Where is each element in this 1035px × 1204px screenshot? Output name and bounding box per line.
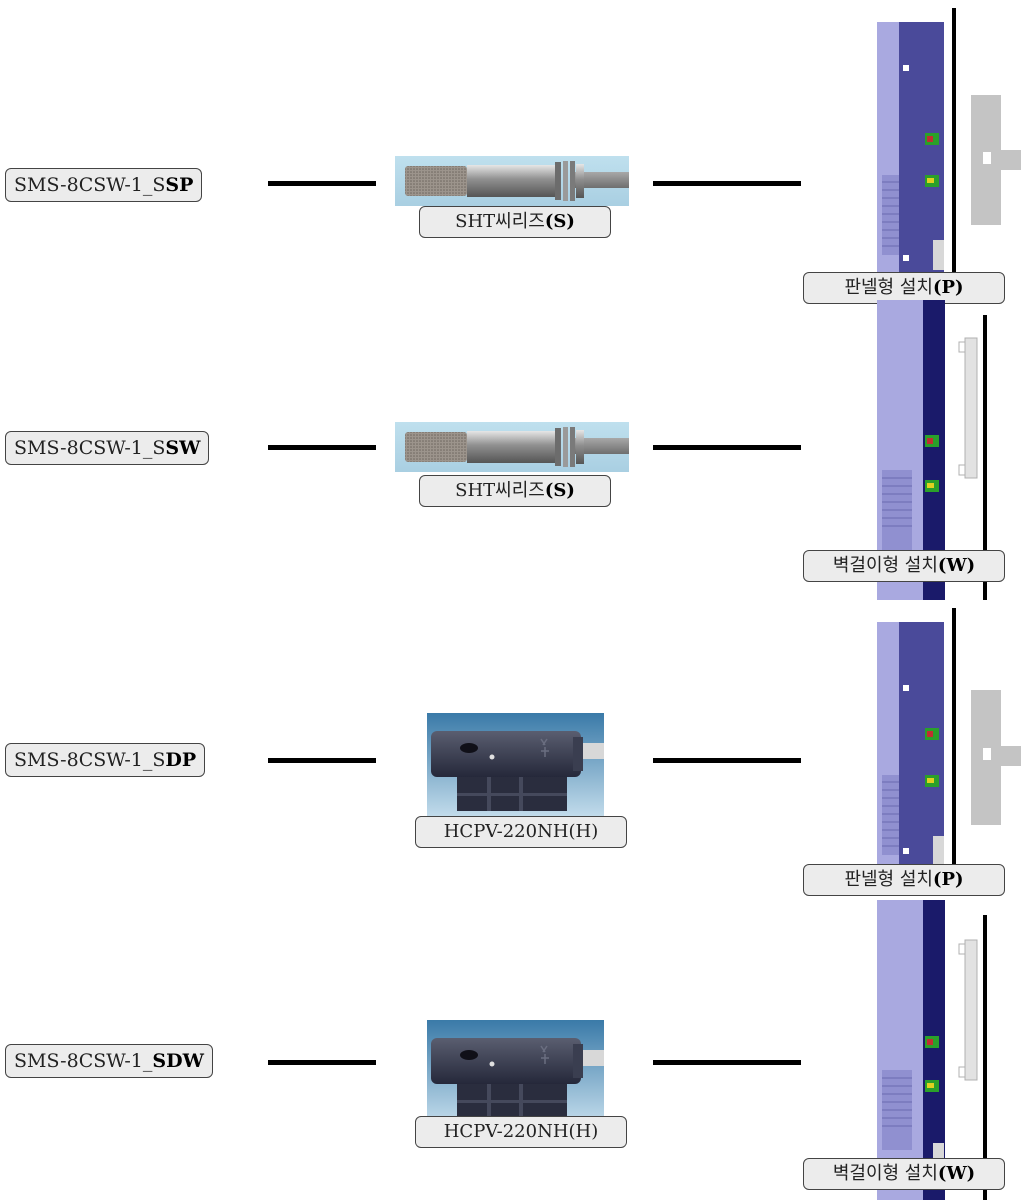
install-name: 벽걸이형 설치 (832, 1163, 938, 1184)
model-code-suffix: DP (165, 749, 197, 771)
sht-sensor-image (395, 422, 629, 472)
model-code-suffix: SW (165, 437, 201, 459)
model-code-box: SMS-8CSW-1_SSW (5, 431, 210, 465)
install-label: 판넬형 설치(P) (803, 864, 1005, 896)
connector-line-left (268, 181, 376, 186)
hcpv-sensor-image (427, 713, 604, 821)
sensor-label: SHT씨리즈(S) (419, 475, 611, 507)
model-code-box: SMS-8CSW-1_SDW (5, 1044, 213, 1078)
install-name: 판넬형 설치 (844, 277, 933, 298)
sensor-name: SHT씨리즈 (455, 480, 545, 501)
panel-install-diagram (855, 600, 1035, 900)
sensor-label: HCPV-220NH(H) (415, 1116, 627, 1148)
install-name: 판넬형 설치 (844, 869, 933, 890)
model-code-box: SMS-8CSW-1_SSP (5, 168, 203, 202)
install-code: (P) (932, 277, 964, 298)
sensor-code: (S) (544, 211, 575, 232)
sensor-label: HCPV-220NH(H) (415, 816, 627, 848)
connector-line-right (653, 758, 801, 763)
connector-line-left (268, 1060, 376, 1065)
sht-sensor-image (395, 156, 629, 206)
sensor-label: SHT씨리즈(S) (419, 206, 611, 238)
install-label: 벽걸이형 설치(W) (803, 550, 1005, 582)
model-code-prefix: SMS-8CSW-1_S (14, 437, 166, 459)
connector-line-right (653, 181, 801, 186)
install-label: 판넬형 설치(P) (803, 272, 1005, 304)
install-code: (P) (932, 869, 964, 890)
install-label: 벽걸이형 설치(W) (803, 1158, 1005, 1190)
panel-install-diagram (855, 0, 1035, 300)
sensor-name: HCPV-220NH(H) (443, 821, 599, 842)
model-code-prefix: SMS-8CSW-1_S (14, 749, 166, 771)
hcpv-sensor-image (427, 1020, 604, 1128)
install-code: (W) (937, 555, 976, 576)
wall-install-diagram (855, 900, 1035, 1204)
connector-line-left (268, 758, 376, 763)
install-name: 벽걸이형 설치 (832, 555, 938, 576)
sensor-name: SHT씨리즈 (455, 211, 545, 232)
sensor-code: (S) (544, 480, 575, 501)
install-code: (W) (937, 1163, 976, 1184)
model-code-prefix: SMS-8CSW-1_S (14, 174, 166, 196)
connector-line-left (268, 445, 376, 450)
model-code-prefix: SMS-8CSW-1_ (14, 1050, 153, 1072)
sensor-name: HCPV-220NH(H) (443, 1121, 599, 1142)
config-row-1: SMS-8CSW-1_SSP SHT씨리즈(S) (0, 0, 1035, 304)
model-code-suffix: SP (165, 174, 194, 196)
config-row-2: SMS-8CSW-1_SSW SHT씨리즈(S) (0, 300, 1035, 605)
config-row-3: SMS-8CSW-1_SDP HCPV-220NH(H) (0, 600, 1035, 900)
config-row-4: SMS-8CSW-1_SDW HCPV-220NH(H) (0, 900, 1035, 1204)
connector-line-right (653, 445, 801, 450)
model-code-suffix: SDW (152, 1050, 204, 1072)
model-code-box: SMS-8CSW-1_SDP (5, 743, 206, 777)
connector-line-right (653, 1060, 801, 1065)
